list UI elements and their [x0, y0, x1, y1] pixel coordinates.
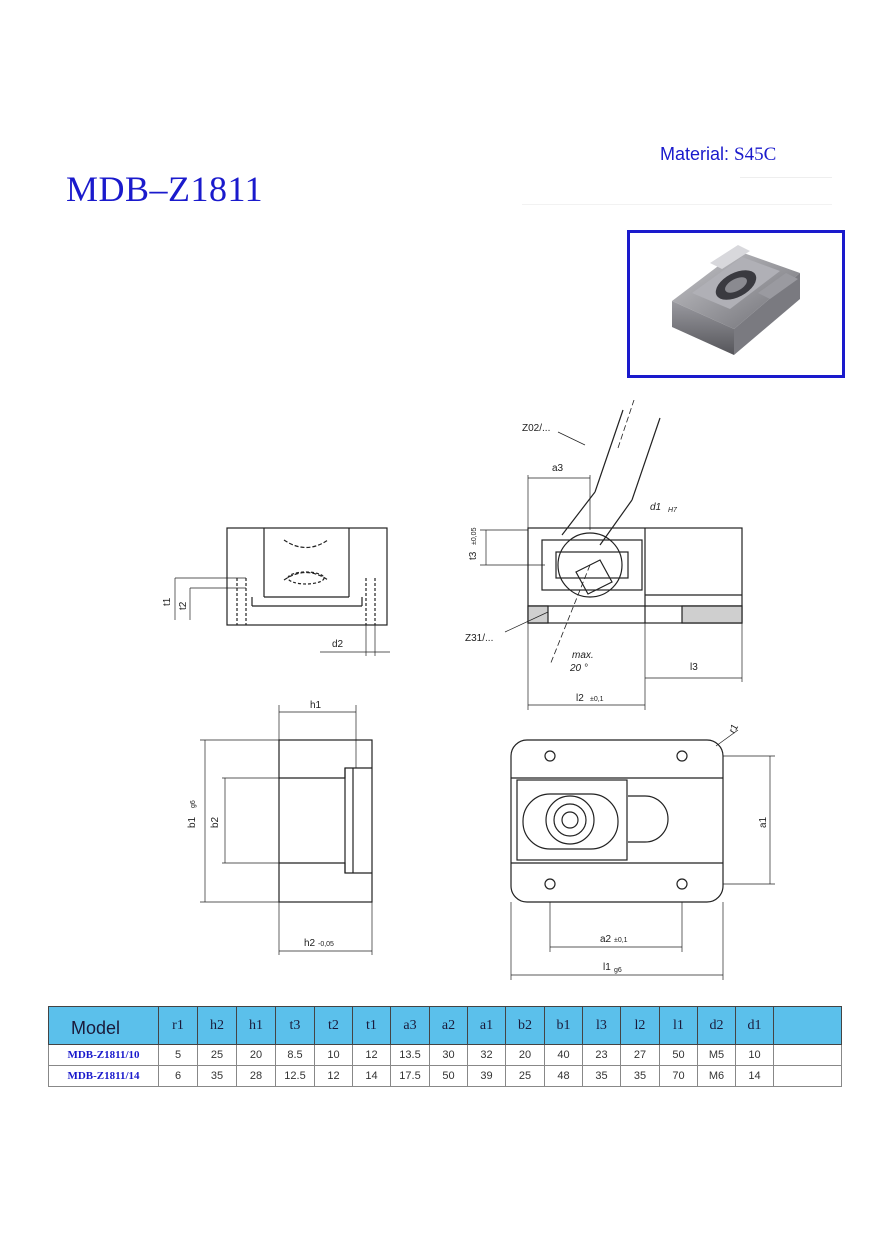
table-cell: 14	[735, 1065, 774, 1087]
page-title: MDB–Z1811	[66, 169, 264, 209]
table-cell	[773, 1044, 842, 1066]
column-header: b2	[505, 1006, 545, 1045]
label-h1: h1	[310, 700, 322, 711]
product-photo	[672, 245, 800, 355]
table-cell: 6	[158, 1065, 198, 1087]
table-cell: 30	[429, 1044, 468, 1066]
table-cell: 39	[467, 1065, 506, 1087]
table-cell: MDB-Z1811/14	[48, 1065, 159, 1087]
table-cell: 50	[659, 1044, 698, 1066]
label-max: max.	[572, 650, 594, 661]
table-row: MDB-Z1811/10 5 25 20 8.5 10 12 13.5 30 3…	[48, 1044, 842, 1066]
column-header: d2	[697, 1006, 736, 1045]
table-cell: 14	[352, 1065, 391, 1087]
column-header: h2	[197, 1006, 237, 1045]
table-cell: 35	[582, 1065, 621, 1087]
column-header: l2	[620, 1006, 660, 1045]
label-d1-tol: H7	[668, 507, 678, 514]
divider	[740, 177, 832, 178]
table-cell: 70	[659, 1065, 698, 1087]
label-t3-tol: ±0,05	[471, 527, 478, 545]
table-cell: 27	[620, 1044, 660, 1066]
material-value: S45C	[734, 144, 777, 165]
label-a3: a3	[552, 463, 564, 474]
label-a2: a2	[600, 934, 612, 945]
table-cell	[773, 1065, 842, 1087]
column-header: a2	[429, 1006, 468, 1045]
section-view-outline	[527, 527, 743, 624]
column-header: t3	[275, 1006, 315, 1045]
label-d2: d2	[332, 639, 344, 650]
table-cell: 17.5	[390, 1065, 430, 1087]
label-l3: l3	[690, 662, 698, 673]
table-header-row: Model r1 h2 h1 t3 t2 t1 a3 a2 a1 b2 b1 l…	[48, 1006, 842, 1045]
label-b1-tol: g6	[190, 800, 197, 808]
column-header: t1	[352, 1006, 391, 1045]
label-l1-tol: g6	[614, 967, 622, 974]
label-l1: l1	[603, 962, 611, 973]
table-cell: 23	[582, 1044, 621, 1066]
table-cell: 50	[429, 1065, 468, 1087]
column-header: r1	[158, 1006, 198, 1045]
label-d1: d1	[650, 502, 661, 513]
label-a2-tol: ±0,1	[614, 937, 628, 944]
table-cell: 8.5	[275, 1044, 315, 1066]
table-cell: 32	[467, 1044, 506, 1066]
label-a1: a1	[758, 816, 769, 828]
table-cell: 12	[352, 1044, 391, 1066]
label-z31: Z31/...	[465, 633, 493, 644]
label-t2: t2	[178, 601, 189, 610]
table-cell: 20	[236, 1044, 276, 1066]
product-photo-frame	[627, 230, 845, 378]
column-header: b1	[544, 1006, 583, 1045]
column-header: a3	[390, 1006, 430, 1045]
table-row: MDB-Z1811/14 6 35 28 12.5 12 14 17.5 50 …	[48, 1065, 842, 1087]
column-header: Model	[48, 1006, 159, 1045]
label-b2: b2	[210, 816, 221, 828]
label-z02: Z02/...	[522, 423, 550, 434]
top-view-outline	[510, 739, 724, 903]
label-l2: l2	[576, 693, 584, 704]
column-header: l1	[659, 1006, 698, 1045]
table-cell: MDB-Z1811/10	[48, 1044, 159, 1066]
table-cell: 25	[505, 1065, 545, 1087]
table-cell: 20	[505, 1044, 545, 1066]
spec-table: Model r1 h2 h1 t3 t2 t1 a3 a2 a1 b2 b1 l…	[48, 1006, 842, 1087]
label-l2-tol: ±0,1	[590, 696, 604, 703]
table-cell: 48	[544, 1065, 583, 1087]
label-t1: t1	[162, 597, 173, 606]
material-label: Material:	[660, 144, 730, 164]
table-cell: 35	[620, 1065, 660, 1087]
column-header: t2	[314, 1006, 353, 1045]
table-cell: M5	[697, 1044, 736, 1066]
label-angle: 20 °	[569, 663, 588, 674]
table-cell: 10	[314, 1044, 353, 1066]
label-t3: t3	[468, 551, 479, 560]
technical-drawing: Z02/... a3 d1 H7 t3 ±0,05 t1 t2 d2 Z31/.…	[162, 400, 775, 980]
table-cell: 5	[158, 1044, 198, 1066]
column-header: l3	[582, 1006, 621, 1045]
column-header	[773, 1006, 842, 1045]
material-note: Material: S45C	[660, 144, 776, 166]
divider	[522, 204, 832, 205]
label-h2: h2	[304, 938, 316, 949]
column-header: a1	[467, 1006, 506, 1045]
table-cell: 10	[735, 1044, 774, 1066]
column-header: h1	[236, 1006, 276, 1045]
table-cell: 12	[314, 1065, 353, 1087]
table-cell: M6	[697, 1065, 736, 1087]
label-h2-tol: -0,05	[318, 941, 334, 948]
table-cell: 40	[544, 1044, 583, 1066]
label-r1: r1	[727, 722, 741, 736]
label-b1: b1	[187, 816, 198, 828]
front-view-outline	[226, 527, 388, 626]
table-cell: 12.5	[275, 1065, 315, 1087]
table-cell: 28	[236, 1065, 276, 1087]
end-view-outline	[278, 739, 373, 903]
table-cell: 25	[197, 1044, 237, 1066]
column-header: d1	[735, 1006, 774, 1045]
table-cell: 35	[197, 1065, 237, 1087]
table-cell: 13.5	[390, 1044, 430, 1066]
